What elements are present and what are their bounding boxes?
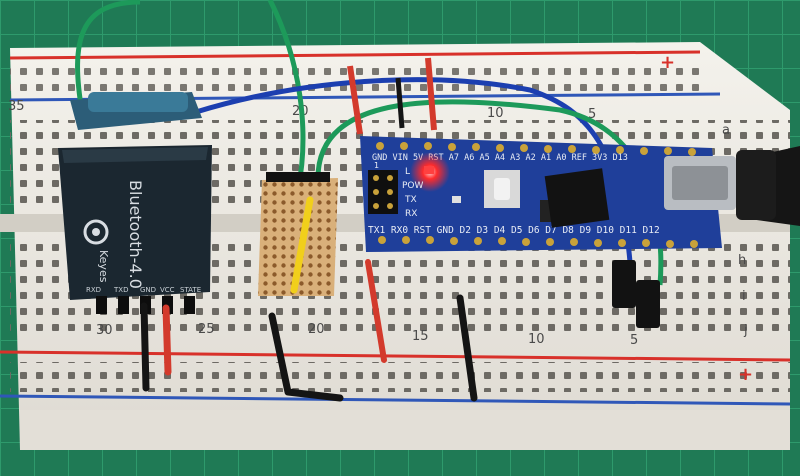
power-led xyxy=(424,166,434,174)
usb-port[interactable] xyxy=(664,156,736,210)
nano-bottom-pin-labels: TX1 RX0 RST GND D2 D3 D4 D5 D6 D7 D8 D9 … xyxy=(368,225,660,236)
reset-button[interactable] xyxy=(484,170,520,208)
black-wire-perfboard xyxy=(268,312,344,402)
col-number-label: 15 xyxy=(412,329,429,344)
bottom-rail-blue-line xyxy=(0,394,791,406)
keyes-logo-icon xyxy=(83,219,109,245)
green-wire-left xyxy=(75,0,141,113)
col-number-label: 10 xyxy=(487,106,504,121)
col-number-label: 5 xyxy=(588,107,596,122)
black-wire-bt-gnd xyxy=(140,302,150,392)
rail-plus-sign: + xyxy=(738,364,753,385)
bluetooth-module: Keyes Bluetooth-4.0 RXD TXD GND VCC STAT… xyxy=(58,92,212,314)
bottom-rail-red-line xyxy=(0,350,791,362)
nano-top-pin-labels: GND VIN 5V RST A7 A6 A5 A4 A3 A2 A1 A0 R… xyxy=(372,153,628,163)
led-label: POW xyxy=(402,181,424,191)
red-wire-top-1 xyxy=(347,65,363,135)
red-wire-bt-vcc xyxy=(162,304,172,376)
arduino-nano: GND VIN 5V RST A7 A6 A5 A4 A3 A2 A1 A0 R… xyxy=(360,136,736,252)
red-wire-nano xyxy=(365,259,387,363)
bluetooth-model: Bluetooth-4.0 xyxy=(126,180,145,289)
col-number-label: 5 xyxy=(630,333,638,348)
led-label: RX xyxy=(405,209,417,219)
bt-pin-label: GND xyxy=(140,286,156,294)
led-label: TX xyxy=(404,195,417,205)
col-number-label: 10 xyxy=(528,332,545,347)
green-wire-center xyxy=(267,0,306,191)
col-number-label: 25 xyxy=(198,322,215,337)
microcontroller-chip-icon xyxy=(544,168,610,228)
yellow-wire xyxy=(290,196,314,294)
col-number-label: 35 xyxy=(8,99,25,114)
jumper-connector-green xyxy=(636,280,660,328)
bt-pin-label: STATE xyxy=(180,286,201,294)
row-letter: a xyxy=(722,123,730,138)
col-number-label: 30 xyxy=(96,323,113,338)
perfboard xyxy=(258,172,338,296)
bluetooth-brand: Keyes xyxy=(97,250,110,283)
rx-led xyxy=(452,196,461,203)
col-number-label: 20 xyxy=(308,322,325,337)
top-rail-red-line xyxy=(9,50,701,60)
row-letter: j xyxy=(743,323,748,338)
led-label: L xyxy=(405,167,410,177)
icsp-label: 1 xyxy=(374,161,379,170)
rail-plus-sign: + xyxy=(660,52,675,73)
bt-pin-label: VCC xyxy=(160,286,175,294)
row-letter: h xyxy=(738,253,746,268)
bt-pin-label: TXD xyxy=(113,286,128,294)
black-wire-top xyxy=(395,77,405,129)
black-wire-nano xyxy=(456,294,478,402)
bt-pin-label: RXD xyxy=(86,286,101,294)
jumper-connector-blue xyxy=(612,260,636,308)
row-letter: i xyxy=(742,289,746,304)
red-wire-top-2 xyxy=(425,57,437,131)
